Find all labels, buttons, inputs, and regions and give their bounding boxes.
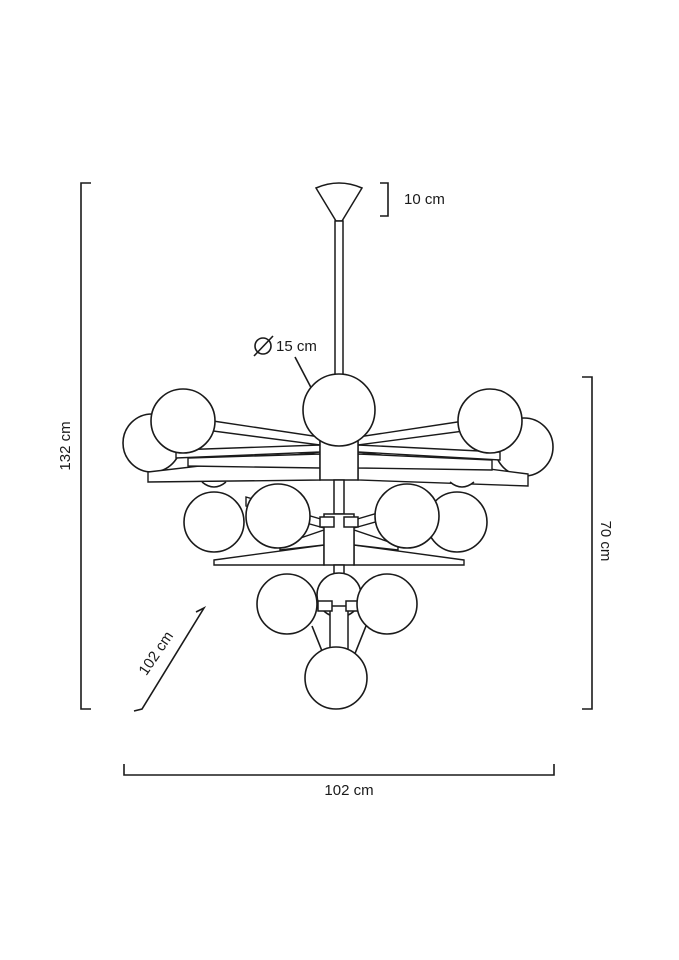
canopy-height-label: 10 cm: [404, 191, 445, 208]
width-label: 102 cm: [324, 782, 373, 799]
width-bracket: [123, 764, 555, 776]
bulb: [302, 373, 376, 447]
down-rod: [334, 220, 344, 384]
hub-clip: [317, 600, 333, 612]
bulb: [150, 388, 216, 454]
hidden-bulb: [201, 481, 227, 488]
diameter-icon: [253, 335, 274, 357]
body-height-label: 70 cm: [597, 521, 614, 562]
bulb: [304, 646, 368, 710]
tier-3: [256, 572, 418, 710]
hidden-bulb: [449, 481, 475, 488]
total-height-label: 132 cm: [57, 421, 74, 470]
depth-label: 102 cm: [135, 628, 177, 678]
tier-2-bulbs: [183, 483, 488, 553]
hub-clip: [319, 516, 335, 528]
canopy-height-bracket: [380, 182, 389, 217]
bulb: [356, 573, 418, 635]
bulb: [245, 483, 311, 549]
bulb: [256, 573, 318, 635]
tier-1-front: [150, 373, 523, 454]
bulb-diameter-label: 15 cm: [276, 338, 317, 355]
depth-bracket: [133, 606, 207, 712]
total-height-bracket: [80, 182, 91, 710]
chandelier: [122, 182, 554, 710]
stem-segment: [333, 479, 345, 515]
hub-clip: [343, 516, 359, 528]
body-height-bracket: [582, 376, 593, 710]
ceiling-canopy: [314, 182, 364, 222]
bulb: [457, 388, 523, 454]
bulb: [183, 491, 245, 553]
bulb: [374, 483, 440, 549]
